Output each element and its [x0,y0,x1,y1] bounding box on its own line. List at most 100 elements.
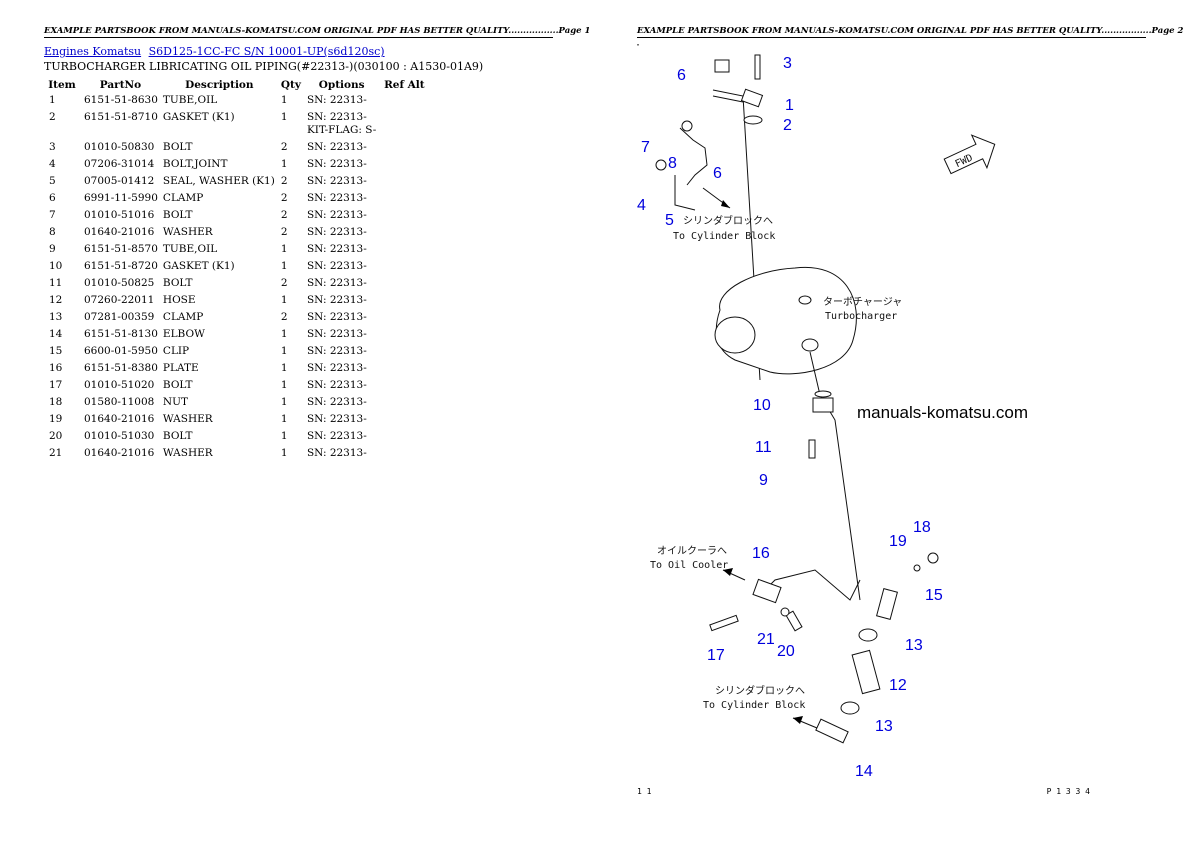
cell-options: SN: 22313- [304,207,379,224]
description-value: CLIP [162,345,190,357]
cell-qty: 1 [278,411,304,428]
qty-value: 1 [280,328,288,340]
cell-ref-alt [379,445,429,462]
callout-13b: 13 [875,718,893,735]
description-value: BOLT [162,277,193,289]
cell-options: SN: 22313- [304,156,379,173]
item-value: 6 [49,192,56,204]
cell-item: 3 [44,139,80,156]
cell-options: SN: 22313- [304,428,379,445]
cell-item: 19 [44,411,80,428]
options-value: SN: 22313- [306,379,367,391]
cell-ref-alt [379,292,429,309]
partno-value: 01010-51020 [84,379,155,391]
callout-15: 15 [925,587,943,604]
cell-item: 8 [44,224,80,241]
partno-value: 6151-51-8380 [84,362,158,374]
cell-partno: 07260-22011 [80,292,161,309]
bolt-17 [709,614,739,632]
options-value: SN: 22313- [306,192,367,204]
qty-value: 1 [280,94,288,106]
partno-value: 6151-51-8720 [84,260,158,272]
description-value: WASHER [162,447,213,459]
cell-partno: 6151-51-8710 [80,109,161,139]
cell-item: 12 [44,292,80,309]
callout-3: 3 [783,55,792,72]
cell-item: 6 [44,190,80,207]
description-value: BOLT [162,209,193,221]
cell-partno: 6151-51-8630 [80,92,161,109]
watermark: manuals-komatsu.com [857,403,1028,422]
cell-item: 20 [44,428,80,445]
cell-options: SN: 22313-KIT-FLAG: S- [304,109,379,139]
cell-partno: 01010-51020 [80,377,161,394]
col-qty: Qty [280,78,301,91]
callout-1: 1 [785,97,794,114]
cell-options: SN: 22313- [304,258,379,275]
item-value: 13 [49,311,63,323]
label-cyl2-en: To Cylinder Block [703,700,805,711]
item-value: 3 [49,141,56,153]
partno-value: 07206-31014 [84,158,155,170]
options-value: SN: 22313- [306,277,367,289]
col-partno: PartNo [99,78,142,91]
item-value: 4 [49,158,56,170]
cell-item: 14 [44,326,80,343]
link-model[interactable]: S6D125-1CC-FC S/N 10001-UP(s6d120sc) [148,45,385,58]
cell-description: WASHER [161,445,278,462]
callout-17: 17 [707,647,725,664]
page1-header: EXAMPLE PARTSBOOK FROM MANUALS-KOMATSU.C… [44,26,591,38]
arrow-head [721,200,730,208]
options-value: SN: 22313- [306,328,367,340]
partno-value: 6600-01-5950 [84,345,158,357]
cell-qty: 1 [278,343,304,360]
turbocharger-body [714,266,857,375]
label-turbo-jp: ターボチャージャ [823,296,902,308]
description-value: HOSE [162,294,196,306]
hose-12 [851,649,881,695]
cell-item: 4 [44,156,80,173]
qty-value: 1 [280,243,288,255]
options-value: SN: 22313- [306,413,367,425]
cell-description: BOLT,JOINT [161,156,278,173]
cell-description: BOLT [161,428,278,445]
lower-gasket [814,390,832,398]
callout-6b: 6 [713,165,722,182]
partno-value: 01640-21016 [84,413,155,425]
cell-qty: 1 [278,377,304,394]
description-value: CLAMP [162,192,204,204]
cell-ref-alt [379,326,429,343]
qty-value: 1 [280,430,288,442]
link-engines-komatsu[interactable]: Engines Komatsu [44,45,142,58]
qty-value: 1 [280,294,288,306]
cell-qty: 1 [278,92,304,109]
callout-18: 18 [913,519,931,536]
cell-qty: 1 [278,394,304,411]
partno-value: 01580-11008 [84,396,155,408]
options-value: SN: 22313- [306,111,367,123]
item-value: 7 [49,209,56,221]
item-value: 9 [49,243,56,255]
cell-qty: 1 [278,258,304,275]
cell-ref-alt [379,109,429,139]
cell-partno: 01010-51016 [80,207,161,224]
cell-qty: 2 [278,190,304,207]
cell-qty: 1 [278,445,304,462]
cell-ref-alt [379,224,429,241]
joint-bolt [655,159,667,171]
cell-item: 1 [44,92,80,109]
cell-description: TUBE,OIL [161,241,278,258]
partno-value: 01010-50825 [84,277,155,289]
callout-8: 8 [668,155,677,172]
diagram-page: EXAMPLE PARTSBOOK FROM MANUALS-KOMATSU.C… [595,0,1190,842]
cell-description: HOSE [161,292,278,309]
cell-partno: 6151-51-8380 [80,360,161,377]
